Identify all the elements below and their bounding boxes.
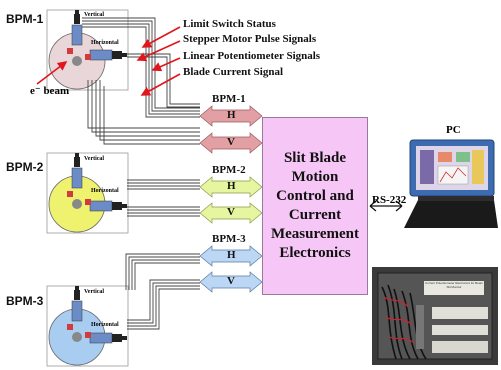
bpm-1-v-label: V <box>227 136 235 148</box>
bpm-3-title: BPM-3 <box>6 294 44 308</box>
bpm-2-title: BPM-2 <box>6 160 44 174</box>
signal-label-blade-current: Blade Current Signal <box>183 66 284 78</box>
electronics-photo: Current Potentiometer Electronics for Be… <box>372 267 498 365</box>
bpm-3-v-label: V <box>227 275 235 287</box>
rs232-label: RS-232 <box>372 194 407 206</box>
bpm-1-device <box>46 9 129 91</box>
signal-pointer-arrows <box>36 26 181 96</box>
bpm-3-cables <box>125 253 200 330</box>
electron-beam-label: e⁻ beam <box>30 85 70 97</box>
bpm-1-cable-label: BPM-1 <box>212 93 246 105</box>
bpm-3-device <box>46 285 129 367</box>
bpm-1-vertical-label: Vertical <box>84 12 105 18</box>
bpm-2-cables <box>127 179 200 217</box>
control-electronics-block: Slit Blade Motion Control and Current Me… <box>262 117 368 295</box>
bpm-1-h-arrow <box>199 105 263 127</box>
control-electronics-label: Slit Blade Motion Control and Current Me… <box>270 150 360 261</box>
bpm-3-vertical-label: Vertical <box>84 289 105 295</box>
bpm-3-horizontal-label: Horizontal <box>91 322 119 328</box>
photo-caption: Current Potentiometer Electronics for Be… <box>424 281 484 295</box>
pc-illustration <box>404 139 498 228</box>
bpm-2-v-label: V <box>227 206 235 218</box>
pc-label: PC <box>446 124 461 136</box>
bpm-2-h-label: H <box>227 180 236 192</box>
bpm-2-vertical-label: Vertical <box>84 156 105 162</box>
rs232-link <box>369 200 403 212</box>
bpm-2-horizontal-label: Horizontal <box>91 188 119 194</box>
bpm-2-device <box>46 152 129 234</box>
bpm-3-h-label: H <box>227 249 236 261</box>
bpm-1-h-label: H <box>227 109 236 121</box>
bpm-1-horizontal-label: Horizontal <box>91 40 119 46</box>
signal-label-linear-pot: Linear Potentiometer Signals <box>183 50 321 62</box>
signal-label-stepper-motor: Stepper Motor Pulse Signals <box>183 33 317 45</box>
bpm-1-title: BPM-1 <box>6 12 44 26</box>
bpm-2-cable-label: BPM-2 <box>212 164 246 176</box>
bpm-3-cable-label: BPM-3 <box>212 233 246 245</box>
signal-label-limit-switch: Limit Switch Status <box>183 18 276 30</box>
